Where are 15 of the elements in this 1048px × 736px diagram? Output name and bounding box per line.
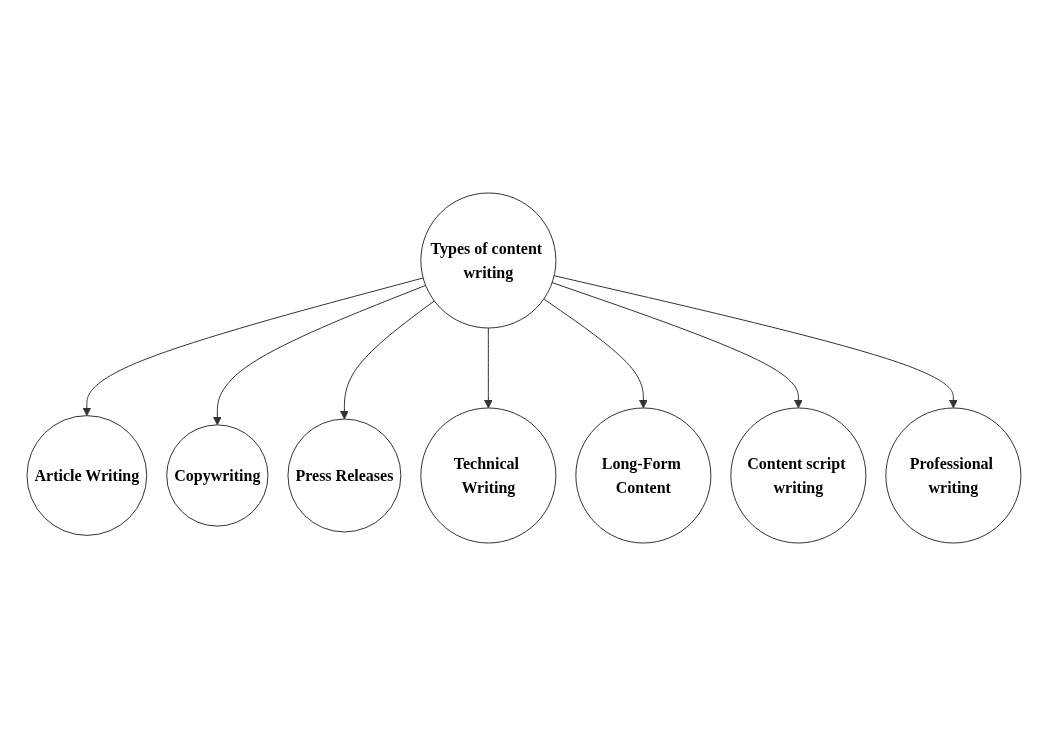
arrow [484,327,493,409]
node-circle: Press Releases [287,418,402,533]
node-circle: Professional writing [885,407,1022,544]
arrow [553,275,958,409]
arrow [82,277,424,417]
arrow [213,284,427,426]
arrow [543,298,648,409]
node-circle: Content script writing [730,407,867,544]
node-circle: Types of content writing [420,192,557,329]
node-circle: Copywriting [166,424,269,527]
node-circle: Technical Writing [420,407,557,544]
arrow [340,300,435,420]
node-circle: Long-Form Content [575,407,712,544]
node-circle: Article Writing [26,415,148,536]
arrow [551,282,803,409]
